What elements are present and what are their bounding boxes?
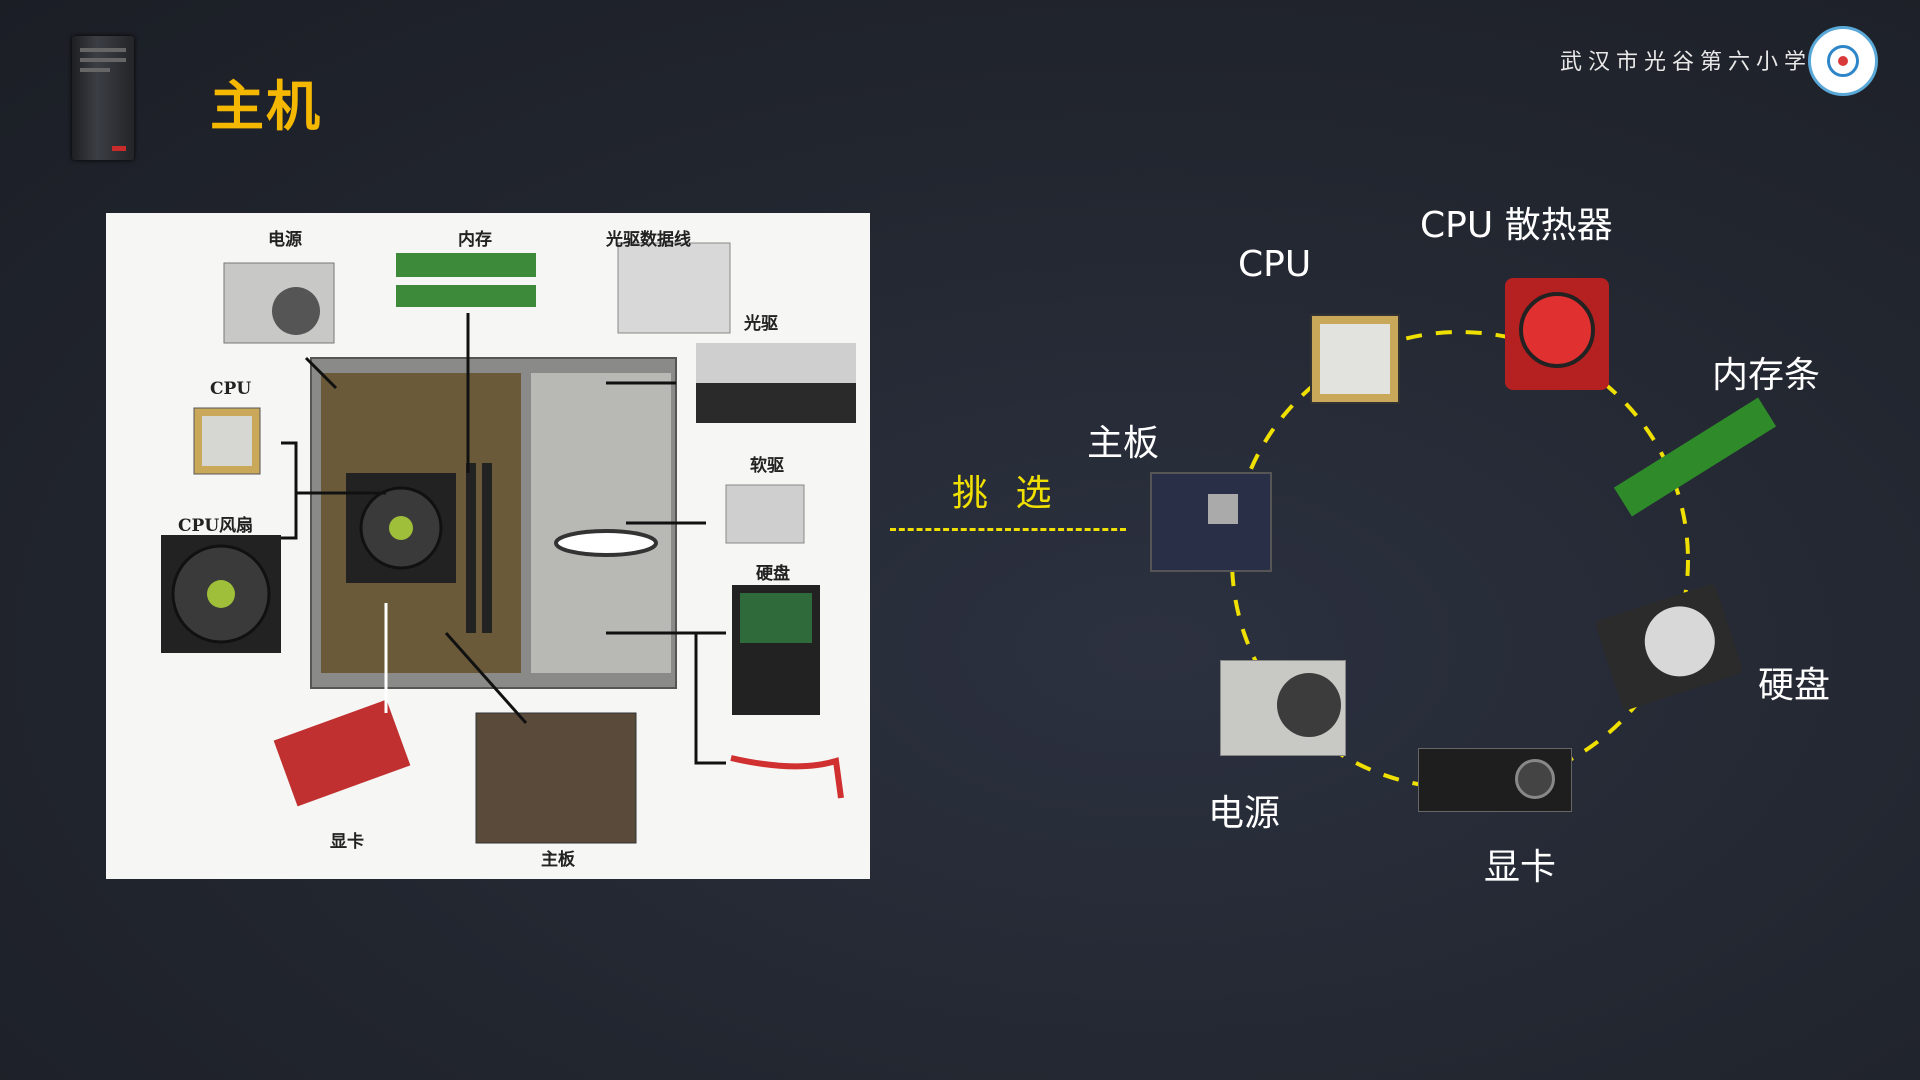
gpu-component[interactable] xyxy=(1418,748,1572,812)
gpu-part xyxy=(273,699,411,807)
ram-part xyxy=(396,253,536,277)
computer-tower-icon xyxy=(72,36,134,160)
cpu-label: CPU xyxy=(1238,244,1312,285)
cooler-component[interactable] xyxy=(1505,278,1609,390)
sata-cable-part xyxy=(730,755,844,799)
photo-label-hdd: 硬盘 xyxy=(756,564,790,584)
photo-label-optical-cable: 光驱数据线 xyxy=(606,230,691,250)
dashed-circle xyxy=(1230,330,1690,790)
page-title: 主机 xyxy=(210,75,322,138)
floppy-part xyxy=(725,484,805,544)
computer-components-diagram: 电源 内存 光驱数据线 光驱 CPU CPU风扇 软驱 硬盘 显卡 主板 xyxy=(106,213,870,879)
mobo-part xyxy=(475,712,637,844)
motherboard-label: 主板 xyxy=(1087,423,1160,464)
photo-label-mobo: 主板 xyxy=(541,850,575,870)
cpu-component[interactable] xyxy=(1310,314,1400,404)
pick-label: 挑 选 xyxy=(952,473,1060,514)
photo-label-floppy: 软驱 xyxy=(750,456,784,476)
photo-label-optical: 光驱 xyxy=(744,314,778,334)
school-logo-icon xyxy=(1808,26,1878,96)
cable-part xyxy=(617,242,731,334)
psu-label: 电源 xyxy=(1208,793,1281,834)
photo-label-gpu: 显卡 xyxy=(330,832,364,852)
gpu-label: 显卡 xyxy=(1484,847,1557,888)
cooler-label: CPU 散热器 xyxy=(1420,205,1613,246)
photo-label-power: 电源 xyxy=(268,230,302,250)
psu-component[interactable] xyxy=(1220,660,1346,756)
photo-label-cpu: CPU xyxy=(210,379,252,399)
school-name: 武汉市光谷第六小学 xyxy=(1560,50,1813,75)
pick-dashed-line xyxy=(890,528,1126,531)
hdd-label: 硬盘 xyxy=(1758,665,1831,706)
photo-label-cpu-fan: CPU风扇 xyxy=(178,516,254,536)
ram-label: 内存条 xyxy=(1712,355,1821,396)
motherboard-component[interactable] xyxy=(1150,472,1272,572)
photo-label-memory: 内存 xyxy=(458,230,492,250)
diagram-graphics xyxy=(161,242,856,844)
